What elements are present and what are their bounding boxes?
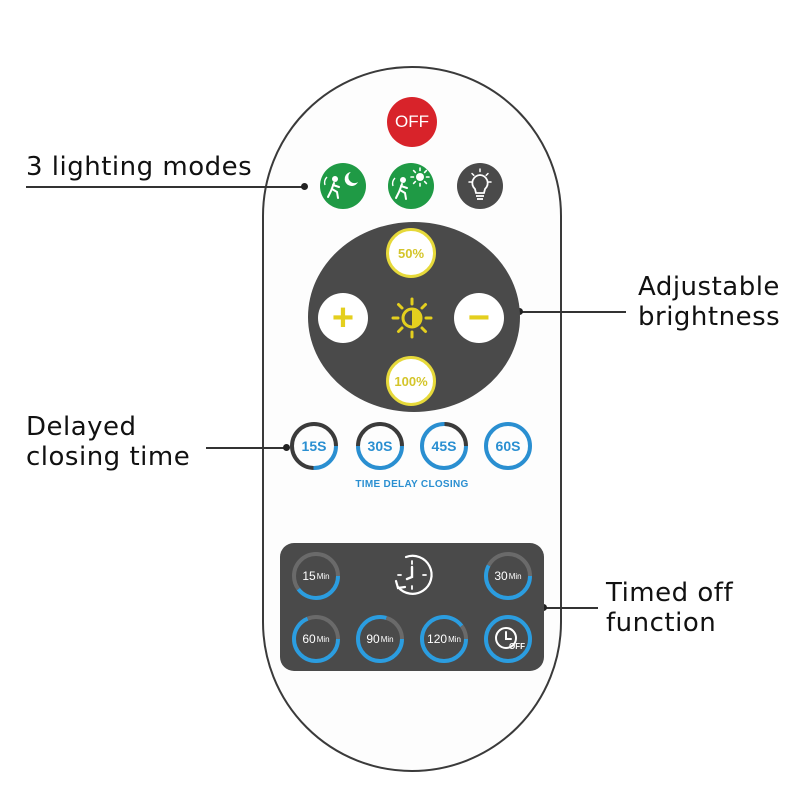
callout-timer-line1: Timed off — [606, 578, 734, 608]
timer-15-label: 15 — [302, 569, 316, 583]
callout-timer: Timed off function — [606, 578, 733, 638]
mode-motion-day-button[interactable] — [388, 163, 434, 209]
motion-sun-icon — [391, 167, 430, 200]
delay-60s-button[interactable]: 60S — [495, 438, 521, 454]
timer-90-label: 90 — [366, 632, 380, 646]
timer-unit: Min — [508, 571, 522, 581]
off-button[interactable]: OFF — [387, 97, 437, 147]
timer-off-button[interactable]: OFF — [484, 615, 532, 663]
brightness-50-button[interactable]: 50% — [386, 228, 436, 278]
callout-brightness: Adjustable brightness — [638, 272, 780, 332]
brightness-minus-button[interactable]: − — [454, 293, 504, 343]
brightness-100-button[interactable]: 100% — [386, 356, 436, 406]
mode-motion-night-button[interactable] — [320, 163, 366, 209]
bulb-icon — [468, 168, 492, 200]
mode-always-on-button[interactable] — [457, 163, 503, 209]
leader-dot-modes — [301, 183, 308, 190]
brightness-plus-button[interactable]: + — [318, 293, 368, 343]
timer-unit: Min — [316, 571, 330, 581]
timer-unit: Min — [448, 634, 461, 644]
delay-30s-button[interactable]: 30S — [367, 438, 393, 454]
delay-15s-button[interactable]: 15S — [301, 438, 327, 454]
callout-delay-line2: closing time — [26, 442, 191, 472]
timer-30-label: 30 — [494, 569, 508, 583]
clock-off-icon — [495, 627, 517, 649]
delay-caption: TIME DELAY CLOSING — [355, 479, 469, 490]
leader-lighting-modes — [26, 186, 304, 188]
callout-brightness-line1: Adjustable — [638, 272, 780, 302]
timer-120-label: 120 — [427, 632, 448, 646]
leader-timer — [544, 607, 598, 609]
leader-delay — [206, 447, 286, 449]
motion-moon-icon — [323, 172, 358, 199]
callout-delay: Delayed closing time — [26, 412, 190, 472]
leader-dot-delay — [283, 444, 290, 451]
callout-timer-line2: function — [606, 608, 717, 638]
timer-off-label: OFF — [509, 642, 525, 651]
leader-brightness — [520, 311, 626, 313]
delay-45s-button[interactable]: 45S — [431, 438, 457, 454]
callout-delay-line1: Delayed — [26, 412, 137, 442]
timer-unit: Min — [316, 634, 330, 644]
callout-lighting-modes: 3 lighting modes — [26, 152, 253, 182]
timer-60-label: 60 — [302, 632, 316, 646]
timer-unit: Min — [380, 634, 394, 644]
callout-brightness-line2: brightness — [638, 302, 781, 332]
